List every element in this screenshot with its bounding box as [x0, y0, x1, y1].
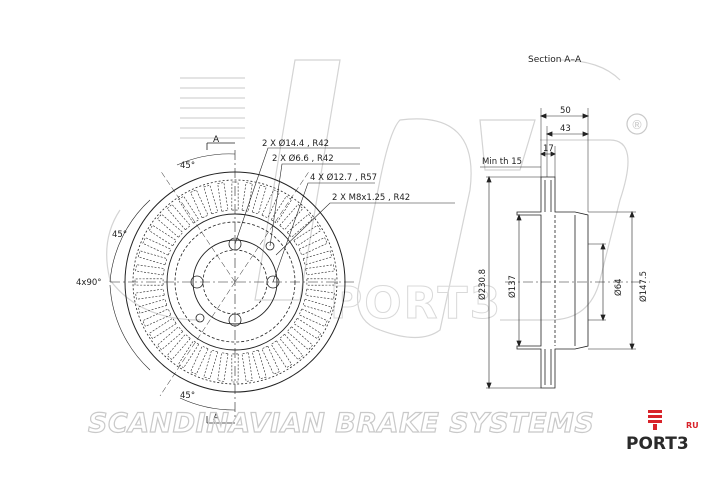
dim-diameter-147-5: Ø147.5: [638, 271, 649, 302]
vent-channel: [166, 333, 191, 361]
vent-channel: [251, 184, 267, 215]
dim-width-50: 50: [560, 106, 571, 116]
vent-channel: [142, 308, 172, 327]
dim-diameter-64: Ø64: [613, 278, 624, 296]
vent-channel: [251, 349, 267, 380]
vent-channel: [286, 326, 314, 351]
vent-channel: [241, 182, 253, 212]
vent-channel: [156, 326, 184, 351]
vent-channel: [190, 189, 209, 219]
vent-channel: [177, 195, 200, 224]
vent-channel: [293, 317, 322, 340]
angle-label-pattern: 4x90°: [76, 278, 102, 288]
callout-thread-m8: 2 X M8x1.25 , R42: [332, 193, 410, 203]
vent-channel: [306, 278, 336, 286]
disc-inner-ring: [132, 179, 338, 385]
vent-channel: [298, 237, 328, 256]
vent-channel: [241, 352, 253, 382]
section-marker-top: A: [213, 135, 220, 145]
front-view: [109, 142, 455, 424]
vent-channel: [293, 224, 322, 247]
vent-channel: [203, 184, 219, 215]
vent-channel: [135, 288, 165, 300]
section-profile: [516, 176, 589, 389]
brand-watermark-text: SCANDINAVIAN BRAKE SYSTEMS: [88, 408, 594, 439]
vent-channel: [134, 278, 164, 286]
vent-channel: [137, 298, 168, 314]
vent-channel: [156, 213, 184, 238]
vent-channel: [137, 250, 168, 266]
vent-channel: [270, 340, 293, 369]
vent-channel: [298, 308, 328, 327]
vent-channel: [231, 353, 239, 383]
vent-channel: [231, 181, 239, 211]
callout-hole-12-7: 4 X Ø12.7 , R57: [310, 172, 377, 183]
sbs-logo-watermark: [106, 59, 629, 339]
watermark-port-text: PORT3: [330, 278, 502, 330]
port3-region-tag: RU: [686, 421, 699, 430]
dim-min-thickness: Min th 15: [482, 157, 522, 167]
vent-channel: [177, 340, 200, 369]
port3-logo: RU PORT3: [626, 410, 699, 454]
vent-channel: [279, 333, 304, 361]
angle-label-top: 45°: [180, 161, 195, 171]
section-marker-bottom: A: [213, 413, 220, 423]
angle-label-bottom: 45°: [180, 391, 195, 401]
vent-channel: [305, 264, 335, 276]
registered-symbol: ®: [631, 118, 643, 132]
vent-channel: [135, 264, 165, 276]
dim-diameter-137: Ø137: [507, 275, 518, 298]
vent-channel: [261, 189, 280, 219]
vent-channels: [134, 181, 336, 383]
vent-channel: [148, 224, 177, 247]
vent-channel: [217, 182, 229, 212]
vent-channel: [305, 288, 335, 300]
vent-channel: [270, 195, 293, 224]
vent-channel: [217, 352, 229, 382]
small-hole-upper-right: [265, 241, 275, 251]
vent-channel: [190, 345, 209, 375]
callout-hole-6-6: 2 X Ø6.6 , R42: [272, 153, 334, 164]
vent-channel: [302, 250, 333, 266]
vent-channel: [302, 298, 333, 314]
callout-hole-14-4: 2 X Ø14.4 , R42: [262, 138, 329, 149]
svg-text:PORT3: PORT3: [330, 278, 502, 329]
vent-channel: [203, 349, 219, 380]
small-hole-lower-left: [195, 313, 205, 323]
vent-channel: [166, 203, 191, 231]
dim-width-43: 43: [560, 124, 571, 134]
section-title: Section A–A: [528, 55, 582, 65]
vent-channel: [261, 345, 280, 375]
piston-icon: [648, 410, 662, 430]
dim-diameter-230-8: Ø230.8: [477, 269, 488, 300]
vent-channel: [286, 213, 314, 238]
vent-channel: [279, 203, 304, 231]
dim-thickness-17: 17: [543, 144, 554, 154]
angle-label-left: 45°: [112, 230, 127, 240]
vent-channel: [142, 237, 172, 256]
vent-channel: [148, 317, 177, 340]
section-view: [480, 108, 650, 390]
port3-wordmark: PORT3: [626, 434, 689, 454]
registered-mark: ®: [626, 113, 648, 135]
